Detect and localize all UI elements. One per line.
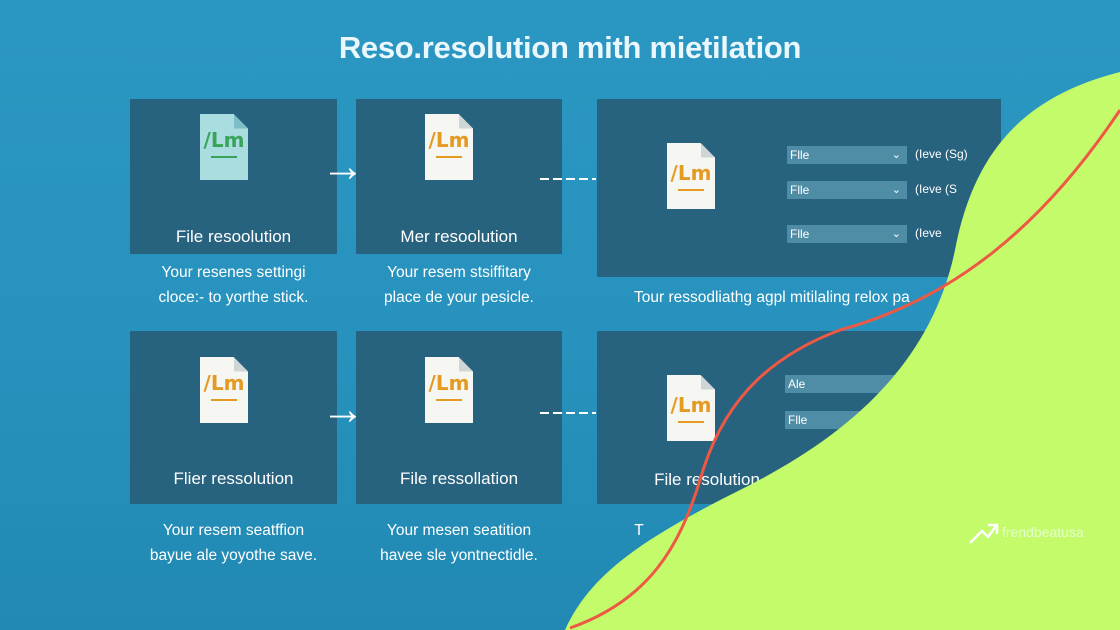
select-note: (Ieve (S bbox=[915, 182, 958, 196]
chevron-down-icon: ⌄ bbox=[891, 184, 901, 196]
select-note: (Ieve bbox=[915, 226, 942, 240]
select-note: (Ieve (Sg) bbox=[915, 147, 968, 161]
card-caption: Your resem stsiffitary place de your pes… bbox=[384, 264, 534, 306]
document-icon: /Lm bbox=[425, 357, 473, 423]
file-select[interactable]: Flle⌄ bbox=[787, 146, 907, 164]
card-label: File ressollation bbox=[399, 469, 519, 488]
dashed-connector bbox=[540, 412, 596, 414]
panel-caption: Tour ressodliathg agpl mitilaling relox … bbox=[634, 289, 910, 306]
red-trend-curve bbox=[569, 109, 1120, 630]
settings-panel: /Lm Flle⌄ (Ieve (Sg) Flle⌄ (Ieve (S Flle… bbox=[597, 99, 1001, 277]
card-caption: Your resenes settingi cloce:- to yorthe … bbox=[158, 264, 309, 306]
file-select[interactable]: Ale bbox=[785, 375, 905, 393]
page-title: Reso.resolution mith mietilation bbox=[338, 30, 802, 65]
trend-arrow-icon bbox=[969, 523, 999, 544]
card-label: Mer resoolution bbox=[400, 227, 518, 246]
brand-logo-text: frendbeatusa bbox=[1002, 524, 1084, 540]
card-caption: Your mesen seatition havee sle yontnecti… bbox=[380, 522, 538, 564]
card-caption: Your resem seatffion bayue ale yoyothe s… bbox=[149, 522, 318, 564]
file-select[interactable]: Flle⌄ bbox=[787, 225, 907, 243]
chevron-down-icon: ⌄ bbox=[891, 228, 901, 240]
card-mer-resolution[interactable]: /Lm Mer resoolution bbox=[356, 99, 562, 254]
green-wave-shape bbox=[565, 72, 1120, 630]
card-flier-resolution[interactable]: /Lm Flier ressolution bbox=[130, 331, 337, 504]
card-label: File resoolution bbox=[175, 227, 292, 246]
card-label: File resolution bbox=[654, 470, 760, 489]
document-icon: /Lm bbox=[200, 114, 248, 180]
card-file-ressollation[interactable]: /Lm File ressollation bbox=[356, 331, 562, 504]
card-file-resolution[interactable]: /Lm File resoolution bbox=[130, 99, 337, 254]
file-select[interactable]: Flle⌄ bbox=[787, 181, 907, 199]
card-label: Flier ressolution bbox=[173, 469, 294, 488]
dashed-connector bbox=[540, 178, 596, 180]
chevron-down-icon: ⌄ bbox=[891, 149, 901, 161]
panel-caption: T bbox=[634, 522, 644, 539]
document-icon: /Lm bbox=[667, 375, 715, 441]
